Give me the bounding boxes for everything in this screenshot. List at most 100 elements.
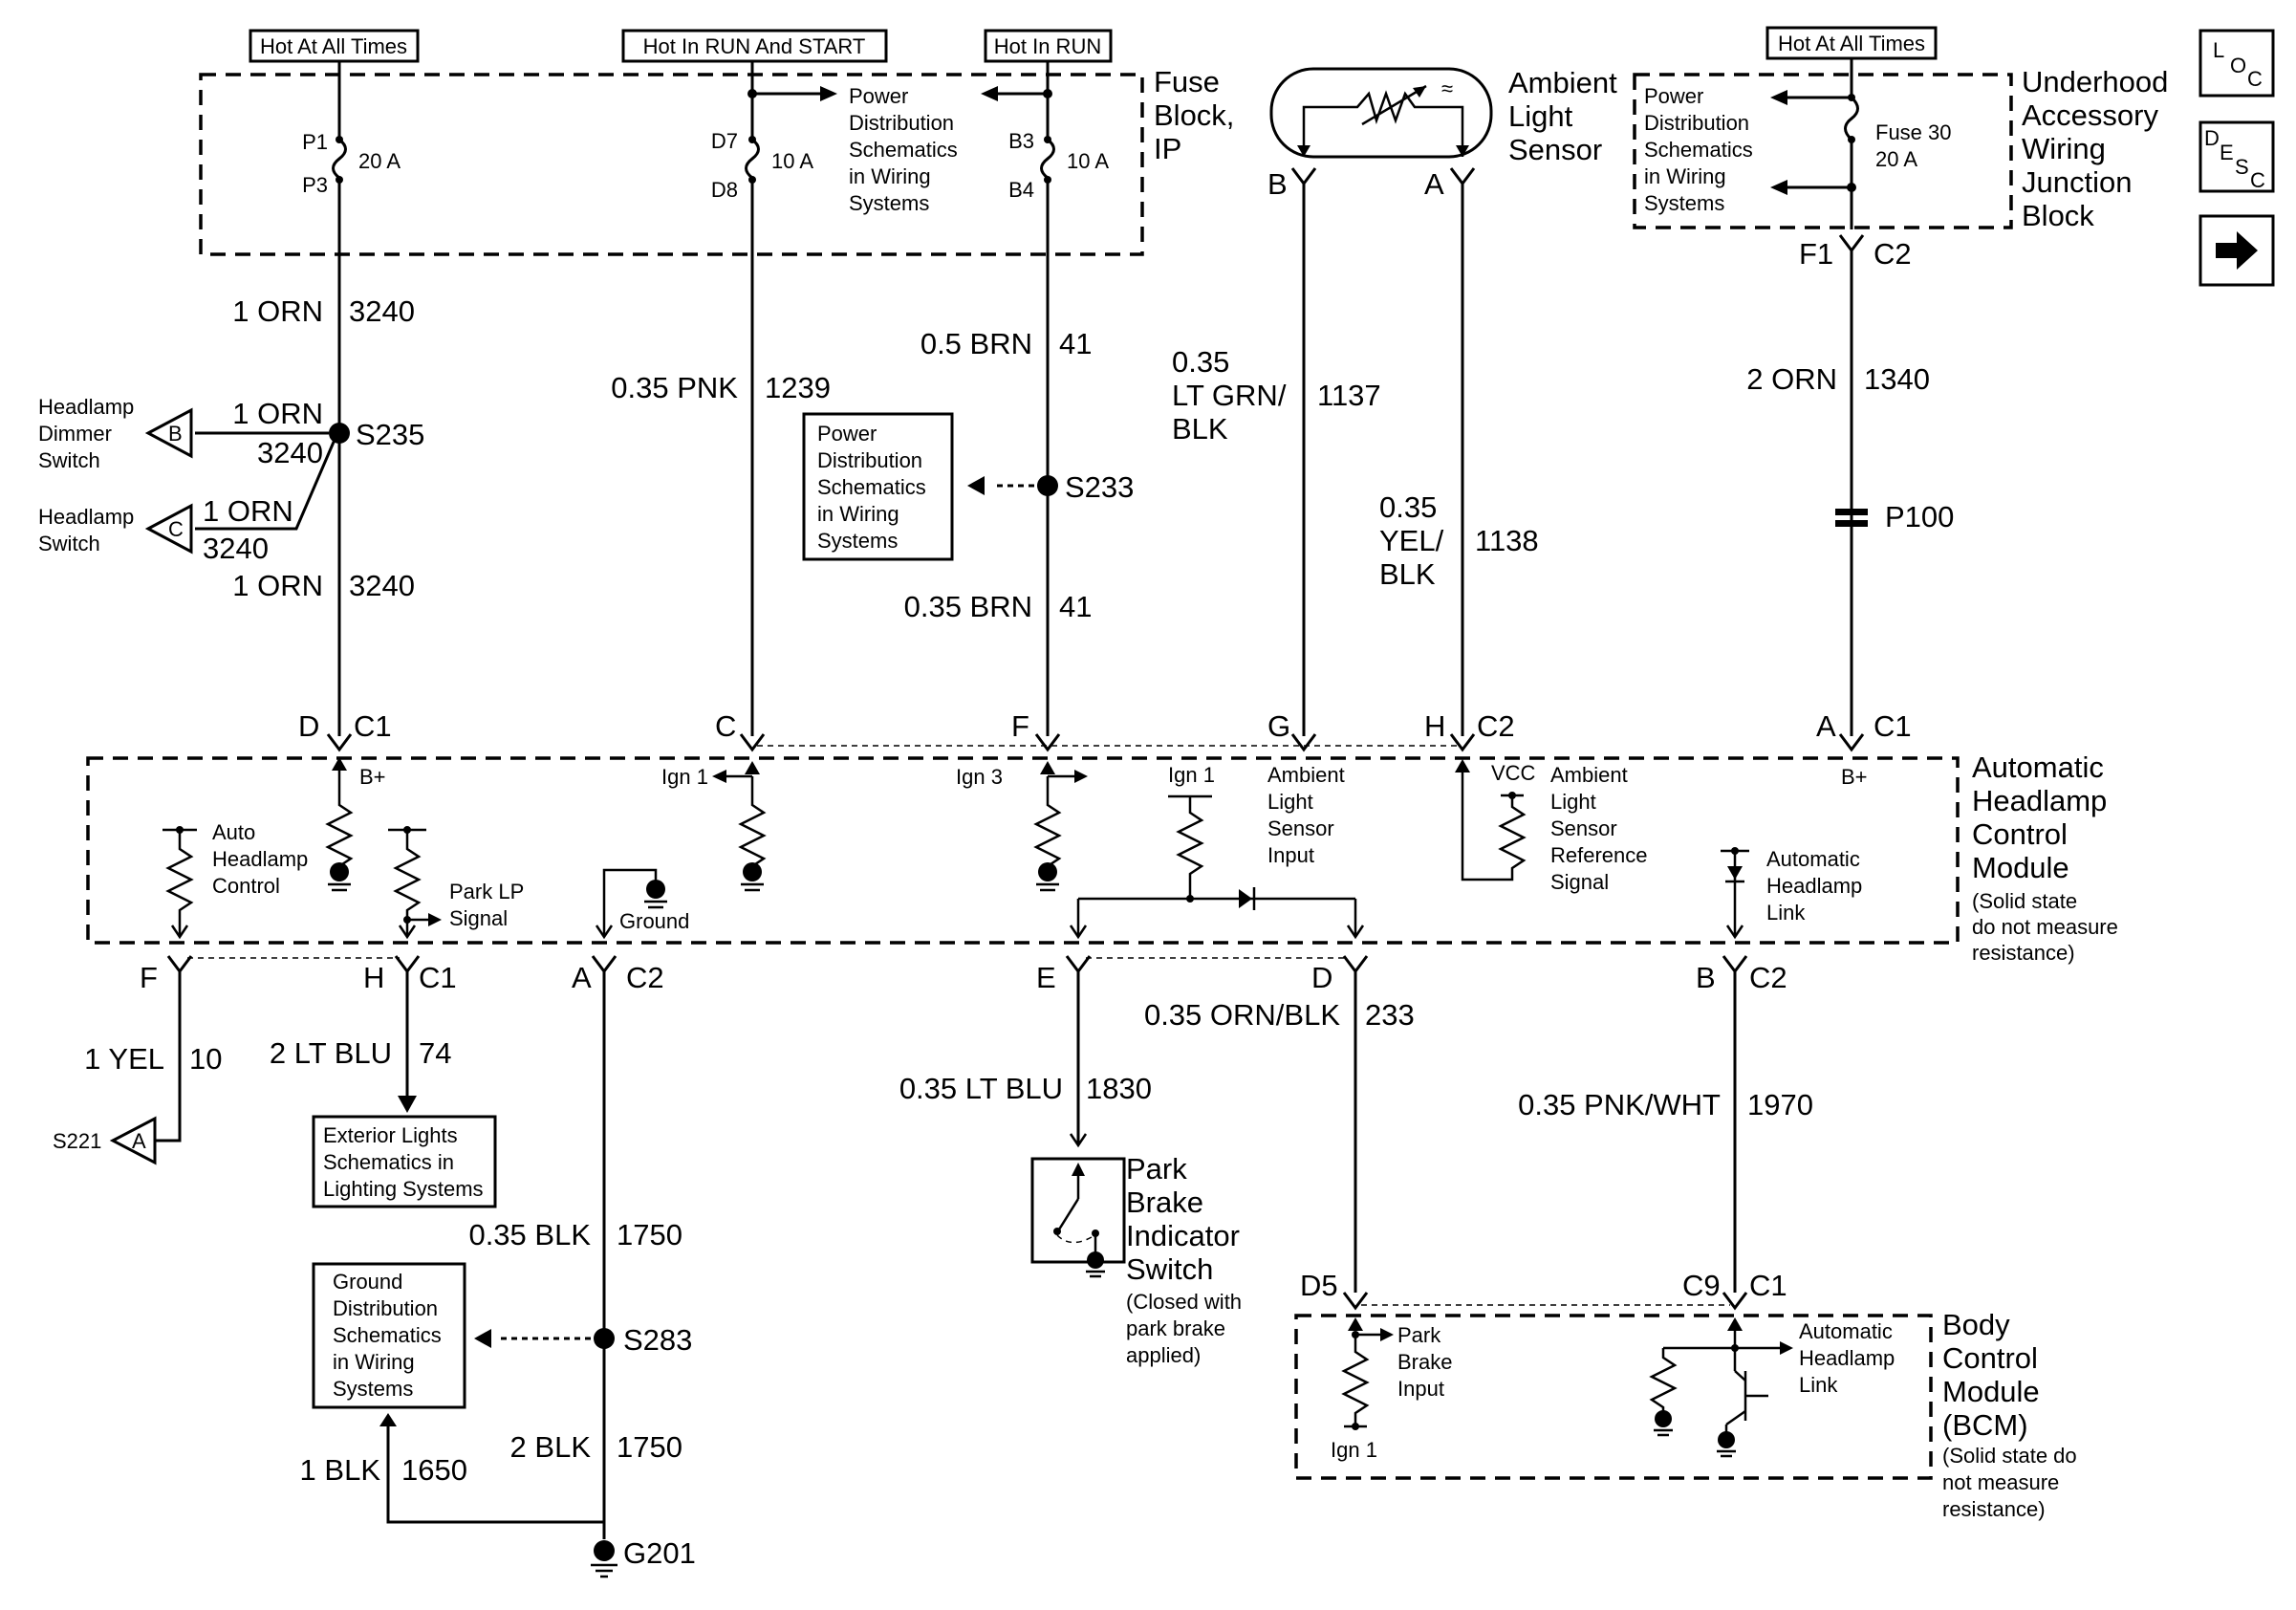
mod-bot-conn-c2: C2 — [626, 961, 664, 994]
mod-top-conn-c1: C1 — [354, 709, 392, 743]
sensor-pin-a: A — [1424, 167, 1444, 201]
w41-top-circuit: 41 — [1059, 327, 1092, 360]
p100-connector-top — [1835, 509, 1868, 515]
header-hot-all-times-left-text: Hot At All Times — [260, 34, 407, 58]
light-wave-icon: ≈ — [1441, 76, 1453, 100]
ground-box-5: Systems — [333, 1377, 413, 1401]
fuse3-top-pin: B3 — [1008, 129, 1034, 153]
power-box-5: Systems — [817, 529, 898, 553]
mod-top-pin-h: H — [1424, 709, 1445, 743]
mod-bot-pin-f: F — [140, 961, 158, 994]
auto-ctrl-2: Headlamp — [212, 847, 308, 871]
fuse-block-name-1: Fuse — [1154, 65, 1220, 98]
dimmer-ref-arrow[interactable] — [144, 407, 193, 459]
power-distribution-ref-box[interactable]: Power Distribution Schematics in Wiring … — [802, 412, 954, 561]
diode-icon — [1239, 889, 1252, 908]
header-hot-all-times-right: Hot At All Times — [1765, 26, 1938, 60]
park-brake-name-3: Indicator — [1126, 1219, 1240, 1252]
mod-bot-pin-d: D — [1311, 961, 1332, 994]
module-name-1: Automatic — [1972, 751, 2104, 784]
s221-label: S221 — [53, 1129, 101, 1153]
s235-label: S235 — [356, 418, 424, 451]
w1138-line3: BLK — [1379, 557, 1436, 591]
headlamp-control-module: Automatic Headlamp Control Module (Solid… — [86, 751, 2118, 965]
w1138-circuit: 1138 — [1475, 524, 1539, 557]
headlamp-switch-ref-arrow[interactable] — [144, 503, 193, 555]
park-brake-switch: Park Brake Indicator Switch (Closed with… — [1030, 1152, 1242, 1367]
bcm-park-input-1: Park — [1397, 1323, 1441, 1347]
ground-g201 — [594, 1540, 615, 1561]
w1340-gauge: 2 ORN — [1746, 362, 1837, 396]
auto-ctrl-1: Auto — [212, 820, 255, 844]
loc-button[interactable]: L O C — [2199, 29, 2275, 98]
w233-gauge: 0.35 ORN/BLK — [1144, 998, 1340, 1032]
w1650-circuit: 1650 — [401, 1453, 467, 1487]
mod-bot-conn-c2b: C2 — [1749, 961, 1787, 994]
w3240-low-gauge: 1 ORN — [232, 569, 323, 602]
w1650-gauge: 1 BLK — [300, 1453, 381, 1487]
fuse-block-power-ref[interactable]: Power Distribution Schematics in Wiring … — [849, 84, 958, 215]
w1137-circuit: 1137 — [1317, 379, 1381, 412]
park-lp-1: Park LP — [449, 880, 524, 903]
w41-low-circuit: 41 — [1059, 590, 1092, 623]
w3240-dim-circuit: 3240 — [257, 436, 323, 469]
als-input-3: Sensor — [1267, 816, 1334, 840]
exterior-box-3: Lighting Systems — [323, 1177, 484, 1201]
fuse-power-ref-4: in Wiring — [849, 164, 931, 188]
park-brake-name-4: Switch — [1126, 1252, 1213, 1286]
loc-l: L — [2213, 38, 2224, 62]
als-ref-3: Sensor — [1550, 816, 1617, 840]
ambient-light-sensor: ≈ Ambient Light Sensor B A — [1267, 66, 1617, 201]
w1750-top-gauge: 0.35 BLK — [468, 1218, 591, 1251]
loc-o: O — [2230, 54, 2246, 77]
header-hot-all-times-left: Hot At All Times — [249, 29, 420, 63]
fuse-power-ref-3: Schematics — [849, 138, 958, 162]
bcm-name-3: Module — [1942, 1375, 2040, 1408]
mod-bot-pin-b: B — [1696, 961, 1716, 994]
body-control-module: Body Control Module (BCM) (Solid state d… — [1294, 1308, 2077, 1521]
auto-link-1: Automatic — [1766, 847, 1860, 871]
bcm-name-2: Control — [1942, 1341, 2038, 1375]
underhood-junction-block: Underhood Accessory Wiring Junction Bloc… — [1633, 65, 2168, 232]
bcm-ign1: Ign 1 — [1331, 1438, 1377, 1462]
w74-gauge: 2 LT BLU — [270, 1036, 392, 1070]
vcc-label: VCC — [1491, 761, 1536, 785]
module-note-2: do not measure — [1972, 915, 2118, 939]
underhood-power-ref[interactable]: Power Distribution Schematics in Wiring … — [1644, 84, 1753, 215]
underhood-power-ref-5: Systems — [1644, 191, 1724, 215]
dimmer-name-3: Switch — [38, 448, 100, 472]
w41-low-gauge: 0.35 BRN — [904, 590, 1032, 623]
bcm-park-input-2: Brake — [1397, 1350, 1452, 1374]
right-arrow-icon — [2216, 231, 2258, 270]
fuse-p1-p3: P1 P3 20 A — [302, 75, 401, 438]
bcm-park-input-3: Input — [1397, 1377, 1444, 1401]
als-ref-1: Ambient — [1550, 763, 1628, 787]
ground-internal: Ground — [619, 909, 689, 933]
power-box-4: in Wiring — [817, 502, 899, 526]
s221-ref-arrow[interactable] — [109, 1116, 157, 1165]
park-brake-note-1: (Closed with — [1126, 1290, 1242, 1314]
s283-ref-arrow-icon — [474, 1329, 491, 1348]
mod-top-pin-c: C — [715, 709, 736, 743]
fuse-power-ref-5: Systems — [849, 191, 929, 215]
desc-button[interactable]: D E S C — [2199, 120, 2275, 193]
next-page-button[interactable] — [2199, 214, 2275, 287]
w3240-dim-gauge: 1 ORN — [232, 397, 323, 430]
splice-s283 — [594, 1328, 615, 1349]
underhood-name-2: Accessory — [2022, 98, 2158, 132]
w1750-top-circuit: 1750 — [617, 1218, 682, 1251]
sensor-pin-b: B — [1267, 167, 1288, 201]
desc-c: C — [2250, 168, 2265, 192]
desc-e: E — [2220, 141, 2234, 164]
ground-box-2: Distribution — [333, 1296, 438, 1320]
als-ref-5: Signal — [1550, 870, 1609, 894]
ground-distribution-ref-box[interactable]: Ground Distribution Schematics in Wiring… — [312, 1262, 466, 1409]
g201-label: G201 — [623, 1536, 696, 1570]
underhood-fuse-label: Fuse 30 — [1875, 120, 1952, 144]
ground-box-3: Schematics — [333, 1323, 442, 1347]
fuse-power-ref-1: Power — [849, 84, 908, 108]
exterior-lights-ref-box[interactable]: Exterior Lights Schematics in Lighting S… — [312, 1115, 497, 1208]
park-brake-note-2: park brake — [1126, 1316, 1225, 1340]
mod-top-pin-f: F — [1011, 709, 1029, 743]
mod-bot-pin-a: A — [572, 961, 592, 994]
